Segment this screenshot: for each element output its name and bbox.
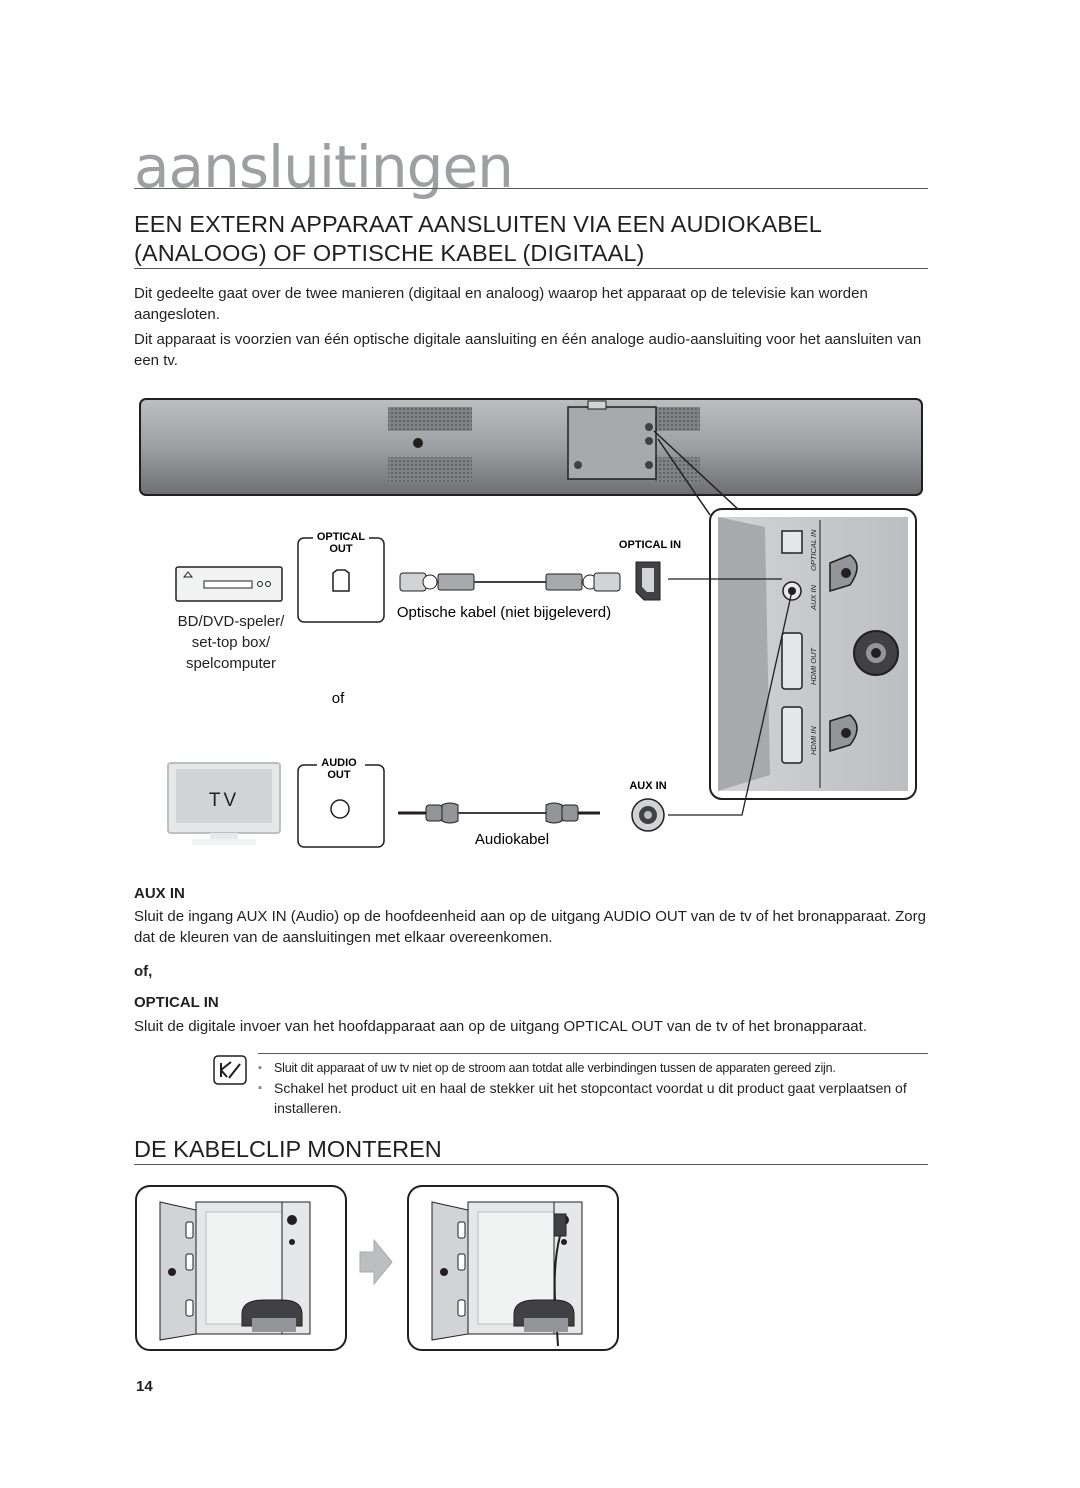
source-device-label: BD/DVD-speler/	[178, 613, 286, 630]
optical-cable	[399, 572, 621, 592]
cable-clip-heading: DE KABELCLIP MONTEREN	[134, 1136, 442, 1162]
arrow-icon	[359, 1238, 393, 1286]
panel-label-hdmi-out: HDMI OUT	[809, 647, 818, 685]
panel-label-optical-in: OPTICAL IN	[809, 529, 818, 571]
chapter-rule	[134, 188, 928, 189]
soundbar-back	[139, 398, 923, 496]
zoom-panel: OPTICAL IN AUX IN HDMI OUT HDMI IN	[709, 508, 917, 800]
source-device-label-3: spelcomputer	[186, 655, 276, 672]
section-heading: EEN EXTERN APPARAAT AANSLUITEN VIA EEN A…	[134, 211, 822, 266]
note-icon	[213, 1055, 247, 1085]
aux-in-label: AUX IN	[629, 780, 666, 792]
optical-in-text: Sluit de digitale invoer van het hoofdap…	[134, 1018, 867, 1035]
note-item: Schakel het product uit en haal de stekk…	[258, 1078, 933, 1118]
clip-step-2	[407, 1185, 619, 1351]
cable-clip-rule	[134, 1164, 928, 1165]
connection-diagram: OPTICAL IN AUX IN HDMI OUT HDMI IN BD/DV…	[139, 398, 923, 848]
intro-paragraph: Dit gedeelte gaat over de twee manieren …	[134, 285, 868, 323]
optical-out-label: OPTICAL	[317, 531, 366, 543]
audio-port-icon	[330, 799, 350, 819]
note-item: Sluit dit apparaat of uw tv niet op de s…	[258, 1058, 933, 1078]
cable-clip-illustration	[135, 1185, 619, 1351]
optical-in-heading: OPTICAL IN	[134, 994, 219, 1011]
source-device-label-2: set-top box/	[192, 634, 271, 651]
optical-cable-label: Optische kabel (niet bijgeleverd)	[397, 604, 611, 621]
panel-label-aux-in: AUX IN	[809, 584, 818, 611]
note-list: Sluit dit apparaat of uw tv niet op de s…	[258, 1058, 933, 1118]
page-number: 14	[136, 1378, 153, 1395]
or-label: of	[332, 690, 345, 707]
audio-out-label: AUDIO	[321, 757, 357, 769]
audio-cable-label: Audiokabel	[475, 831, 549, 848]
chapter-title: aansluitingen	[134, 133, 514, 201]
note-rule	[258, 1053, 928, 1054]
aux-in-heading: AUX IN	[134, 885, 185, 902]
tv-icon	[167, 762, 281, 845]
dvd-player-icon	[175, 566, 283, 602]
intro-paragraph-2: Dit apparaat is voorzien van één optisch…	[134, 331, 922, 369]
tv-label: TV	[209, 790, 239, 811]
panel-label-hdmi-in: HDMI IN	[809, 726, 818, 755]
aux-in-text: Sluit de ingang AUX IN (Audio) op de hoo…	[134, 908, 926, 946]
optical-in-label: OPTICAL IN	[619, 539, 681, 551]
optical-port-icon	[332, 569, 350, 592]
or-separator: of,	[134, 963, 153, 980]
optical-out-label-2: OUT	[329, 543, 353, 555]
clip-step-1	[135, 1185, 347, 1351]
audio-cable	[398, 802, 600, 824]
audio-out-label-2: OUT	[327, 769, 351, 781]
section-rule	[134, 268, 928, 269]
